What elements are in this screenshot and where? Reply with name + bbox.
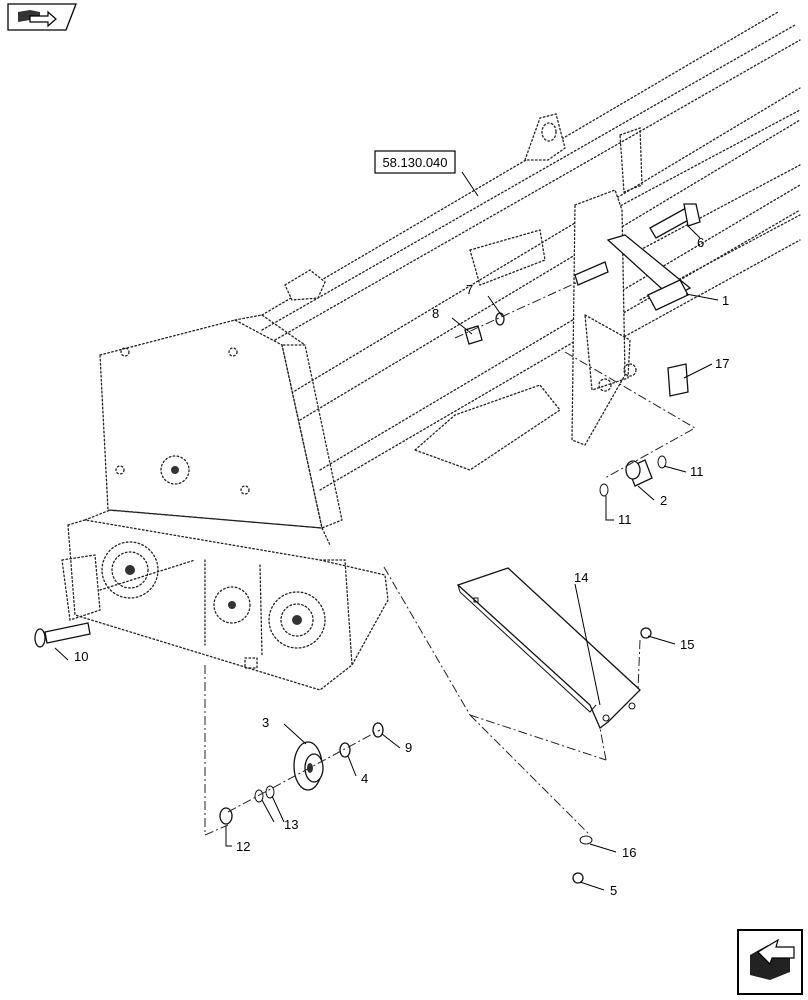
- idler-3: [293, 741, 324, 791]
- nut-8: [464, 325, 483, 345]
- reference-label: 58.130.040: [382, 155, 447, 170]
- mounting-plate: [571, 127, 643, 446]
- nut-9: [372, 722, 384, 738]
- leader-lines: [54, 171, 719, 891]
- sprocket-left: [101, 541, 159, 599]
- pin-10: [34, 622, 91, 648]
- stud-15: [640, 627, 652, 639]
- callout-17: 17: [715, 356, 729, 371]
- callout-14: 14: [574, 570, 588, 585]
- callout-16: 16: [622, 845, 636, 860]
- callout-2: 2: [660, 493, 667, 508]
- sprocket-right: [268, 591, 326, 649]
- clip-11-lower: [599, 483, 609, 497]
- washers-13: [254, 785, 275, 803]
- callout-11-upper: 11: [690, 464, 704, 479]
- callout-8: 8: [432, 306, 439, 321]
- assembly-lines: [204, 281, 697, 836]
- callout-7: 7: [466, 282, 473, 297]
- arm-1: [574, 234, 692, 311]
- book-arrow-icon[interactable]: [7, 3, 77, 31]
- next-page-arrow-icon[interactable]: [737, 929, 803, 995]
- callout-9: 9: [405, 740, 412, 755]
- callout-12: 12: [236, 839, 250, 854]
- bushing-2: [625, 459, 653, 487]
- callout-15: 15: [680, 637, 694, 652]
- callout-6: 6: [697, 235, 704, 250]
- washer-16: [579, 835, 593, 845]
- drive-chain: [99, 559, 196, 591]
- gearbox-housing: [61, 314, 389, 691]
- callout-4: 4: [361, 771, 368, 786]
- pad-17: [667, 363, 689, 397]
- callout-5: 5: [610, 883, 617, 898]
- bolt-6: [649, 203, 701, 239]
- nut-5: [572, 872, 584, 884]
- clip-11-upper: [657, 455, 667, 469]
- callout-3: 3: [262, 715, 269, 730]
- beam-bracket: [284, 269, 326, 301]
- callout-11-lower: 11: [618, 512, 632, 527]
- lower-channel: [413, 229, 561, 471]
- callout-1: 1: [722, 293, 729, 308]
- spacer-4: [339, 742, 351, 758]
- reference-box[interactable]: 58.130.040: [374, 150, 456, 174]
- cover-plate-14: [456, 567, 641, 730]
- main-beam: [261, 11, 801, 491]
- callout-13: 13: [284, 817, 298, 832]
- sprocket-middle: [213, 586, 251, 624]
- callout-10: 10: [74, 649, 88, 664]
- lifting-eye: [524, 113, 566, 161]
- callouts: 1 2 3 4 5 6 7 8 9 10 11 11 12 13 14 15 1…: [74, 235, 729, 898]
